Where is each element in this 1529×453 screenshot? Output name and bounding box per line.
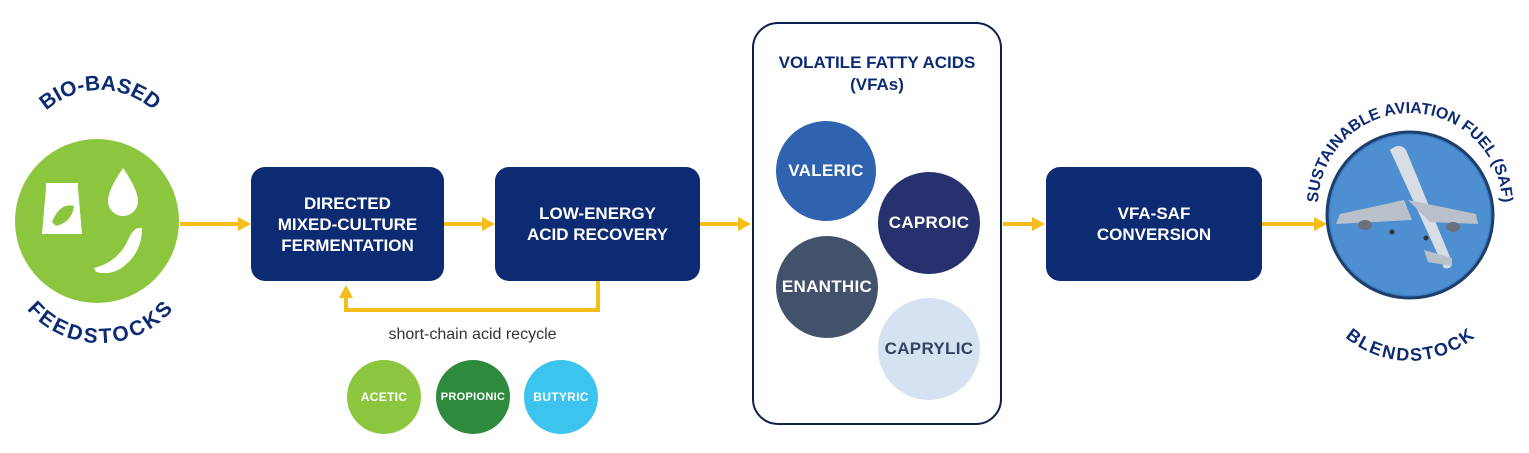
acid-enanthic-label: ENANTHIC [781,277,873,296]
arrow-conversion-to-saf [1262,217,1327,231]
acid-caproic: CAPROIC [878,172,980,274]
step-vfa-saf-conversion: VFA-SAF CONVERSION [1046,167,1262,281]
banana-peel-icon [94,227,142,274]
acid-propionic-label: PROPIONIC [440,391,506,403]
feedstock-circle [15,139,179,303]
arrow-vfa-to-conversion [1003,217,1045,231]
recycle-arrow [339,281,600,312]
acid-butyric: BUTYRIC [524,360,598,434]
step-acid-recovery: LOW-ENERGY ACID RECOVERY [495,167,700,281]
step-fermentation: DIRECTED MIXED-CULTURE FERMENTATION [251,167,444,281]
feedstock-bottom-label: FEEDSTOCKS [23,297,177,348]
acid-caprylic: CAPRYLIC [878,298,980,400]
acid-enanthic: ENANTHIC [776,236,878,338]
acid-caprylic-label: CAPRYLIC [884,339,974,358]
acid-acetic: ACETIC [347,360,421,434]
recycle-label: short-chain acid recycle [388,326,557,343]
acid-butyric-label: BUTYRIC [533,390,589,404]
step-acid-recovery-line-1: LOW-ENERGY [539,204,656,223]
arrow-feedstock-to-fermentation [180,217,251,231]
acid-propionic: PROPIONIC [436,360,510,434]
vfa-panel [752,22,1002,425]
vfa-title-line-1: VOLATILE FATTY ACIDS [778,53,976,72]
step-conversion-line-1: VFA-SAF [1117,204,1191,223]
step-fermentation-line-2: MIXED-CULTURE [277,214,418,234]
step-fermentation-line-3: FERMENTATION [281,235,414,255]
step-acid-recovery-line-2: ACID RECOVERY [526,225,669,244]
arrow-recovery-to-vfa [700,217,751,231]
saf-bottom-label: BLENDSTOCK [1343,324,1478,365]
acid-caproic-label: CAPROIC [888,213,970,232]
water-drop-icon [108,168,138,216]
vfa-title-line-2: (VFAs) [850,75,904,94]
arrow-fermentation-to-recovery [444,217,495,231]
feedstock-top-label: BIO-BASED [35,72,165,115]
acid-valeric: VALERIC [776,121,876,221]
acid-acetic-label: ACETIC [360,390,408,404]
step-fermentation-line-1: DIRECTED [304,193,391,213]
acid-valeric-label: VALERIC [788,161,864,180]
vfa-title: VOLATILE FATTY ACIDS (VFAs) [752,52,1002,96]
bag-leaf-icon [42,183,82,234]
step-conversion-line-2: CONVERSION [1096,225,1212,244]
airplane-icon [1336,146,1478,269]
